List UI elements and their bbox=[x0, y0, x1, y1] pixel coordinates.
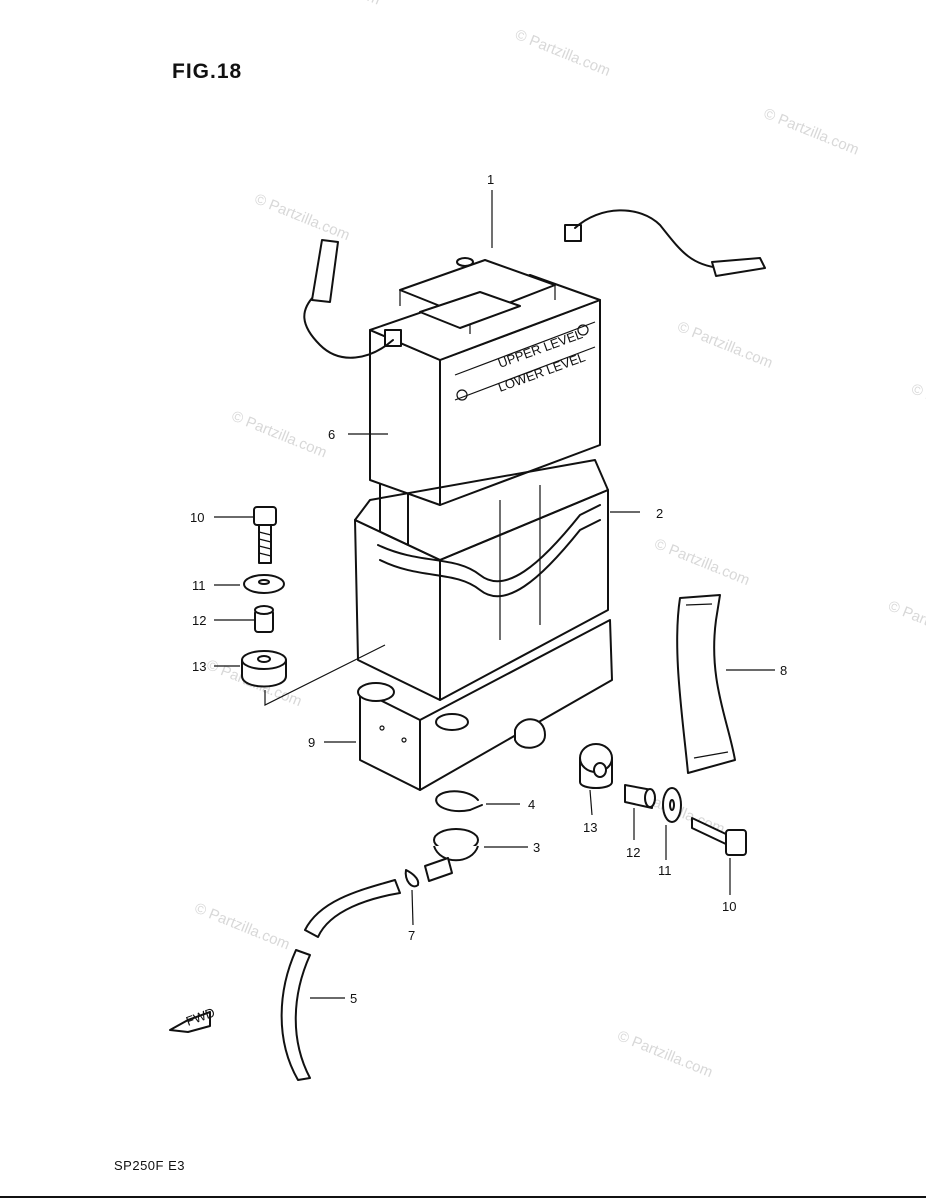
callout-numbers: 1 2 3 4 5 6 7 8 9 10 11 12 13 13 12 11 1… bbox=[190, 172, 787, 1006]
callout-10-right: 10 bbox=[722, 899, 736, 914]
watermark-text: © Partzilla.com bbox=[283, 0, 383, 8]
callout-1: 1 bbox=[487, 172, 494, 187]
negative-terminal bbox=[384, 329, 402, 347]
watermark-text: © Partzilla.com bbox=[229, 408, 329, 462]
watermark-text: © Partzilla.com bbox=[192, 900, 292, 954]
part-3-fitting bbox=[424, 828, 479, 882]
callout-9: 9 bbox=[308, 735, 315, 750]
watermark-text: © Partzilla.com bbox=[675, 318, 775, 372]
part-13-cushion-left bbox=[241, 650, 287, 688]
callout-8: 8 bbox=[780, 663, 787, 678]
callout-12-left: 12 bbox=[192, 613, 206, 628]
part-10-bolt-left bbox=[253, 506, 277, 564]
watermark-text: © Partzilla.com bbox=[909, 380, 926, 434]
fwd-arrow: FWD bbox=[169, 1005, 217, 1033]
part-2-battery-holder bbox=[354, 459, 609, 701]
part-9-bracket bbox=[357, 619, 613, 791]
part-13-cushion-right bbox=[579, 743, 613, 789]
callout-4: 4 bbox=[528, 797, 535, 812]
callout-13-left: 13 bbox=[192, 659, 206, 674]
part-8-strap bbox=[676, 594, 736, 774]
part-11-washer-right bbox=[662, 787, 682, 823]
callout-12-right: 12 bbox=[626, 845, 640, 860]
part-1-battery: UPPER LEVEL LOWER LEVEL bbox=[369, 224, 601, 506]
callout-13-right: 13 bbox=[583, 820, 597, 835]
positive-terminal bbox=[564, 224, 582, 242]
watermark-text: © Partzilla.com bbox=[886, 598, 926, 652]
part-12-collar-right bbox=[624, 784, 656, 809]
callout-10-left: 10 bbox=[190, 510, 204, 525]
leader-lines bbox=[214, 190, 775, 999]
callout-3: 3 bbox=[533, 840, 540, 855]
part-12-collar-left bbox=[254, 605, 274, 633]
watermark-text: © Partzilla.com bbox=[513, 26, 613, 80]
part-5-hose bbox=[280, 879, 401, 1081]
watermark-text: © Partzilla.com bbox=[252, 191, 352, 245]
callout-11-left: 11 bbox=[192, 578, 206, 593]
part-7-clip bbox=[404, 869, 420, 926]
battery-cables bbox=[303, 209, 766, 359]
callout-11-right: 11 bbox=[658, 863, 672, 878]
bottom-rule bbox=[0, 1196, 926, 1198]
watermark-text: © Partzilla.com bbox=[615, 1027, 715, 1081]
callout-6: 6 bbox=[328, 427, 335, 442]
callout-2: 2 bbox=[656, 506, 663, 521]
watermark-text: © Partzilla.com bbox=[652, 535, 752, 589]
watermark-text: © Partzilla.com bbox=[761, 105, 861, 159]
part-4-clip bbox=[435, 790, 483, 812]
part-11-washer-left bbox=[243, 574, 285, 594]
callout-5: 5 bbox=[350, 991, 357, 1006]
callout-7: 7 bbox=[408, 928, 415, 943]
part-10-bolt-right bbox=[691, 817, 747, 856]
model-code: SP250F E3 bbox=[114, 1158, 185, 1173]
figure-title: FIG.18 bbox=[172, 60, 243, 83]
